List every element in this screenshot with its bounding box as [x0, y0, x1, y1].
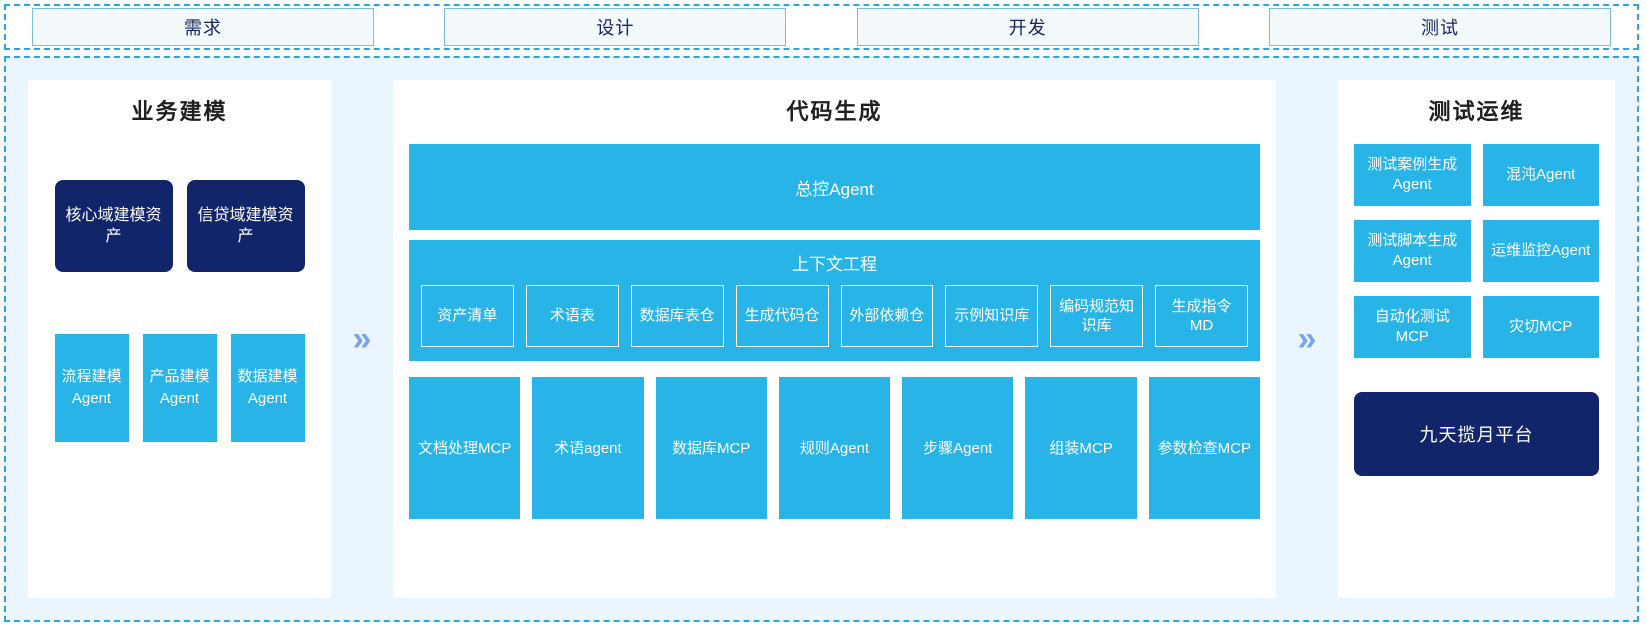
ops-card-chaos-agent[interactable]: 混沌Agent [1482, 144, 1599, 206]
master-agent-bar[interactable]: 总控Agent [409, 144, 1260, 230]
agent-card-process-modeling[interactable]: 流程建模Agent [54, 334, 129, 442]
ops-card-disaster-recovery-mcp[interactable]: 灾切MCP [1482, 296, 1599, 358]
context-item-example-knowledge-base[interactable]: 示例知识库 [945, 285, 1039, 347]
context-item-generation-instruction-md[interactable]: 生成指令MD [1155, 285, 1248, 347]
context-item-row: 资产清单 术语表 数据库表仓 生成代码仓 外部依赖仓 示例知识库 编码规范知识库… [421, 285, 1248, 347]
context-item-coding-standard-knowledge-base[interactable]: 编码规范知识库 [1050, 285, 1144, 347]
context-item-db-table-repo[interactable]: 数据库表仓 [630, 285, 724, 347]
ops-card-automated-test-mcp[interactable]: 自动化测试MCP [1354, 296, 1471, 358]
phase-box-development[interactable]: 开发 [856, 8, 1199, 46]
chevron-right-icon-left: » [352, 320, 372, 358]
tool-card-parameter-check-mcp[interactable]: 参数检查MCP [1148, 377, 1260, 519]
phase-box-requirements[interactable]: 需求 [32, 8, 374, 46]
context-item-asset-inventory[interactable]: 资产清单 [421, 285, 514, 347]
platform-card-jiutian-lanyue[interactable]: 九天揽月平台 [1354, 392, 1599, 476]
context-engineering-title: 上下文工程 [792, 255, 877, 274]
agent-card-data-modeling[interactable]: 数据建模Agent [230, 334, 305, 442]
business-asset-row: 核心域建模资产 信贷域建模资产 [44, 180, 315, 272]
business-agent-row: 流程建模Agent 产品建模Agent 数据建模Agent [44, 334, 315, 442]
test-ops-grid: 测试案例生成Agent 混沌Agent 测试脚本生成Agent 运维监控Agen… [1354, 144, 1599, 358]
architecture-container: 业务建模 核心域建模资产 信贷域建模资产 流程建模Agent 产品建模Agent… [4, 56, 1639, 622]
panel-title-business-modeling: 业务建模 [131, 99, 228, 124]
tool-card-document-processing-mcp[interactable]: 文档处理MCP [409, 377, 521, 519]
asset-card-core-domain[interactable]: 核心域建模资产 [54, 180, 173, 272]
panel-business-modeling: 业务建模 核心域建模资产 信贷域建模资产 流程建模Agent 产品建模Agent… [28, 80, 331, 598]
tool-card-rule-agent[interactable]: 规则Agent [778, 377, 891, 519]
ops-card-test-case-generation-agent[interactable]: 测试案例生成Agent [1354, 144, 1471, 206]
phase-box-testing[interactable]: 测试 [1268, 8, 1611, 46]
agent-card-product-modeling[interactable]: 产品建模Agent [142, 334, 217, 442]
panel-test-operations: 测试运维 测试案例生成Agent 混沌Agent 测试脚本生成Agent 运维监… [1338, 80, 1615, 598]
context-item-glossary[interactable]: 术语表 [525, 285, 619, 347]
panel-title-test-operations: 测试运维 [1428, 99, 1525, 124]
panel-code-generation: 代码生成 总控Agent 上下文工程 资产清单 术语表 数据库表仓 生成代码仓 … [393, 80, 1276, 598]
ops-card-test-script-generation-agent[interactable]: 测试脚本生成Agent [1354, 220, 1471, 282]
tool-card-assembly-mcp[interactable]: 组装MCP [1025, 377, 1137, 519]
context-item-external-dependency-repo[interactable]: 外部依赖仓 [840, 285, 934, 347]
tool-card-step-agent[interactable]: 步骤Agent [902, 377, 1014, 519]
context-item-generated-code-repo[interactable]: 生成代码仓 [735, 285, 829, 347]
chevron-right-icon-right: » [1297, 320, 1317, 358]
asset-card-credit-domain[interactable]: 信贷域建模资产 [186, 180, 305, 272]
panel-title-code-generation: 代码生成 [786, 99, 883, 124]
tool-card-database-mcp[interactable]: 数据库MCP [655, 377, 767, 519]
phase-box-design[interactable]: 设计 [444, 8, 787, 46]
phase-strip: 需求 设计 开发 测试 [4, 4, 1639, 50]
ops-card-operations-monitoring-agent[interactable]: 运维监控Agent [1482, 220, 1599, 282]
tool-card-row: 文档处理MCP 术语agent 数据库MCP 规则Agent 步骤Agent 组… [409, 377, 1260, 519]
tool-card-terminology-agent[interactable]: 术语agent [532, 377, 644, 519]
context-engineering-block: 上下文工程 资产清单 术语表 数据库表仓 生成代码仓 外部依赖仓 示例知识库 编… [409, 240, 1260, 361]
